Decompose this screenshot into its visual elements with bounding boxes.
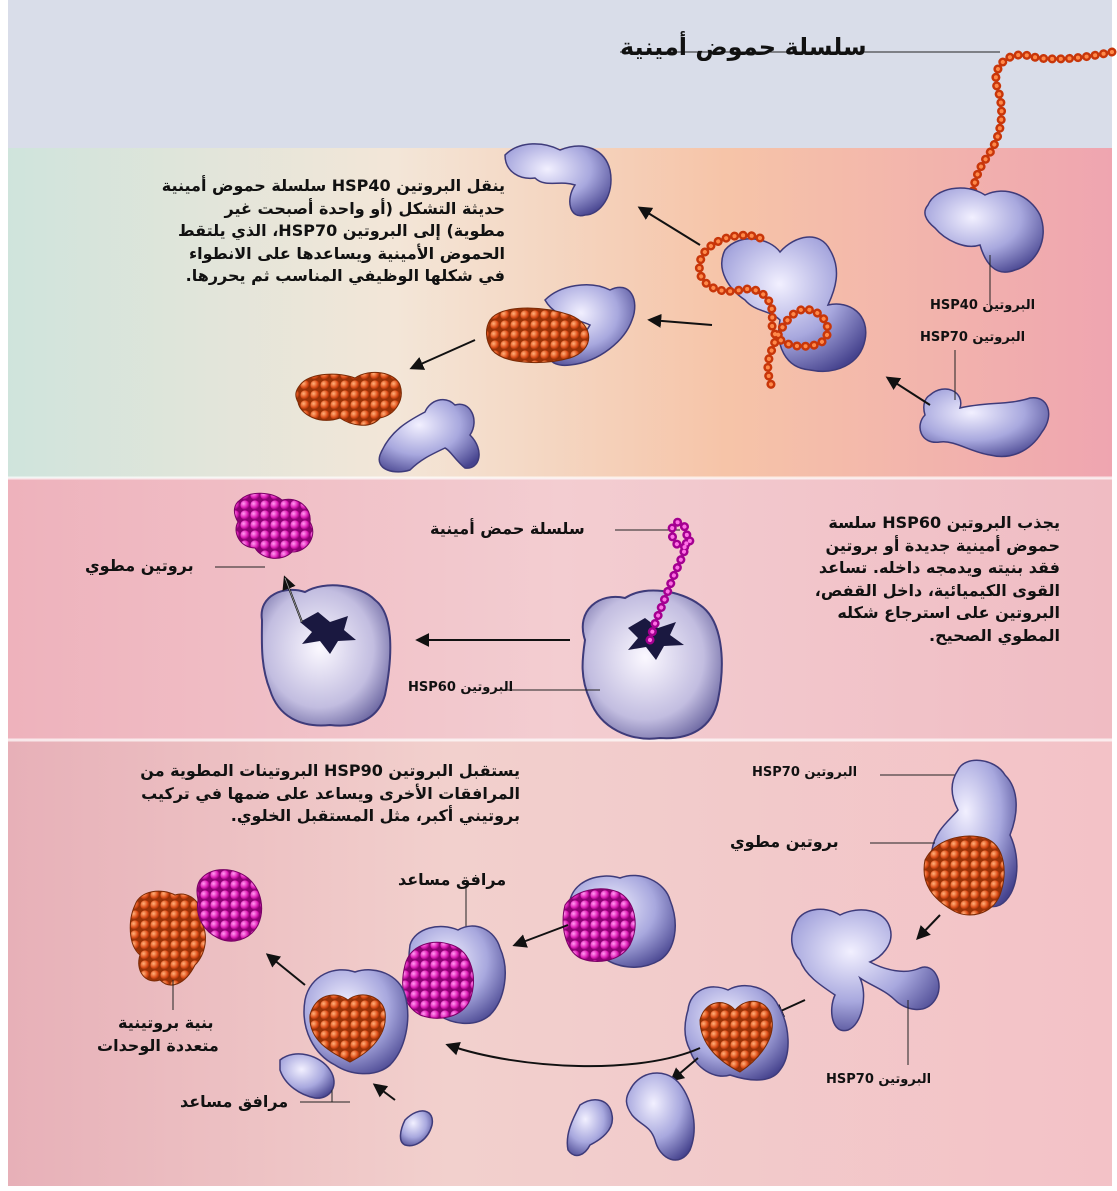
hsp60-cage-empty bbox=[262, 585, 391, 725]
panel3-description: يستقبل البروتين HSP90 البروتينات المطوية… bbox=[120, 760, 520, 828]
panel2-description: يجذب البروتين HSP60 سلسة حموض أمينية جدي… bbox=[760, 512, 1060, 647]
label-amino-acid-chain-title: سلسلة حموض أمينية bbox=[620, 33, 867, 61]
panel1-text-line: مطوية) إلى البروتين HSP70، الذي يلتقط bbox=[175, 220, 505, 243]
panel3-text-line: بروتيني أكبر، مثل المستقبل الخلوي. bbox=[120, 805, 520, 828]
label-multi-subunit-line1: بنية بروتينية bbox=[118, 1013, 214, 1032]
label-amino-acid-chain: سلسلة حمض أمينية bbox=[430, 519, 585, 538]
label-folded-protein-panel3: بروتين مطوي bbox=[730, 832, 839, 851]
panel3-text-line: المرافقات الأخرى ويساعد على ضمها في تركي… bbox=[120, 783, 520, 806]
panel3-text-line: يستقبل البروتين HSP90 البروتينات المطوية… bbox=[120, 760, 520, 783]
panel1-text-line: في شكلها الوظيفي المناسب ثم يحررها. bbox=[175, 265, 505, 288]
magenta-protein-in-complex bbox=[403, 942, 474, 1018]
label-folded-protein-panel2: بروتين مطوي bbox=[85, 556, 194, 575]
panel2-text-line: حموض أمينية جديدة أو بروتين bbox=[760, 535, 1060, 558]
panel1-text-line: ينقل البروتين HSP40 سلسلة حموض أمينية bbox=[175, 175, 505, 198]
panel2-text-line: يجذب البروتين HSP60 سلسة bbox=[760, 512, 1060, 535]
panel1-description: ينقل البروتين HSP40 سلسلة حموض أمينية حد… bbox=[175, 175, 505, 288]
hsp60-cage-with-chain bbox=[583, 591, 722, 739]
panel1-text-line: حديثة التشكل (أو واحدة أصبحت غير bbox=[175, 198, 505, 221]
panel1-text-line: الحموض الأمينية ويساعدها على الانطواء bbox=[175, 243, 505, 266]
panel2-text-line: فقد بنيته ويدمجه داخله. تساعد bbox=[760, 557, 1060, 580]
label-multi-subunit-line2: متعددة الوحدات bbox=[97, 1036, 219, 1055]
top-band bbox=[8, 0, 1112, 148]
label-hsp70-panel1: البروتين HSP70 bbox=[920, 330, 1025, 345]
label-hsp60: البروتين HSP60 bbox=[408, 680, 513, 695]
panel2-text-line: البروتين على استرجاع شكله bbox=[760, 602, 1060, 625]
panel2-text-line: القوى الكيميائية، داخل القفص، bbox=[760, 580, 1060, 603]
label-cochaperone-bottom: مرافق مساعد bbox=[180, 1092, 288, 1111]
label-hsp70-top: البروتين HSP70 bbox=[752, 765, 857, 780]
label-hsp70-bottom: البروتين HSP70 bbox=[826, 1072, 931, 1087]
panel2-text-line: المطوي الصحيح. bbox=[760, 625, 1060, 648]
label-cochaperone-top: مرافق مساعد bbox=[398, 870, 506, 889]
folded-protein-magenta-hsp90 bbox=[563, 889, 635, 962]
amino-acid-bundle-held bbox=[486, 308, 588, 362]
label-hsp40: البروتين HSP40 bbox=[930, 298, 1035, 313]
